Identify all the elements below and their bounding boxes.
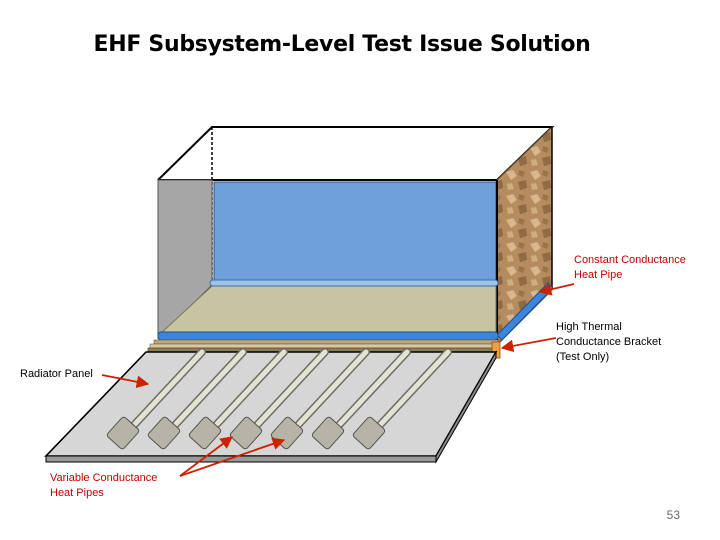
label-radiator-panel: Radiator Panel bbox=[20, 368, 93, 380]
label-line: Variable Conductance bbox=[50, 472, 158, 484]
page-number: 53 bbox=[666, 508, 680, 522]
vcc-heat-pipe bbox=[311, 348, 411, 450]
label-line: (Test Only) bbox=[556, 351, 610, 363]
page-title: EHF Subsystem-Level Test Issue Solution bbox=[93, 32, 591, 57]
variable-conductance-heat-pipes bbox=[106, 348, 452, 450]
label-line: Constant Conductance bbox=[574, 254, 686, 266]
label-line: Conductance Bracket bbox=[556, 336, 662, 348]
label-bracket: High Thermal Conductance Bracket (Test O… bbox=[556, 320, 661, 365]
blue-panel bbox=[213, 181, 497, 283]
label-variable-heat-pipes: Variable Conductance Heat Pipes bbox=[50, 471, 157, 501]
vcc-heat-pipe bbox=[106, 348, 206, 450]
constant-conductance-heat-pipe bbox=[209, 279, 554, 341]
vcc-heat-pipe bbox=[229, 348, 329, 450]
tan-floor bbox=[158, 285, 497, 335]
label-line: High Thermal bbox=[556, 321, 622, 333]
vcc-heat-pipe bbox=[147, 348, 247, 450]
vcc-heat-pipe bbox=[188, 348, 288, 450]
arrow-radiator-panel bbox=[101, 374, 150, 389]
label-line: Heat Pipes bbox=[50, 487, 104, 499]
label-line: Heat Pipe bbox=[574, 269, 623, 281]
arrow-constant-heat-pipe bbox=[538, 283, 575, 296]
label-constant-heat-pipe: Constant Conductance Heat Pipe bbox=[574, 253, 686, 283]
arrow-vcc-1 bbox=[179, 436, 234, 477]
arrow-bracket bbox=[500, 337, 557, 353]
vcc-heat-pipe bbox=[352, 348, 452, 450]
front-heat-pipe bbox=[157, 331, 499, 341]
callout-arrows bbox=[101, 283, 575, 477]
arrow-vcc-2 bbox=[179, 437, 286, 477]
box-top-outline bbox=[157, 126, 555, 181]
